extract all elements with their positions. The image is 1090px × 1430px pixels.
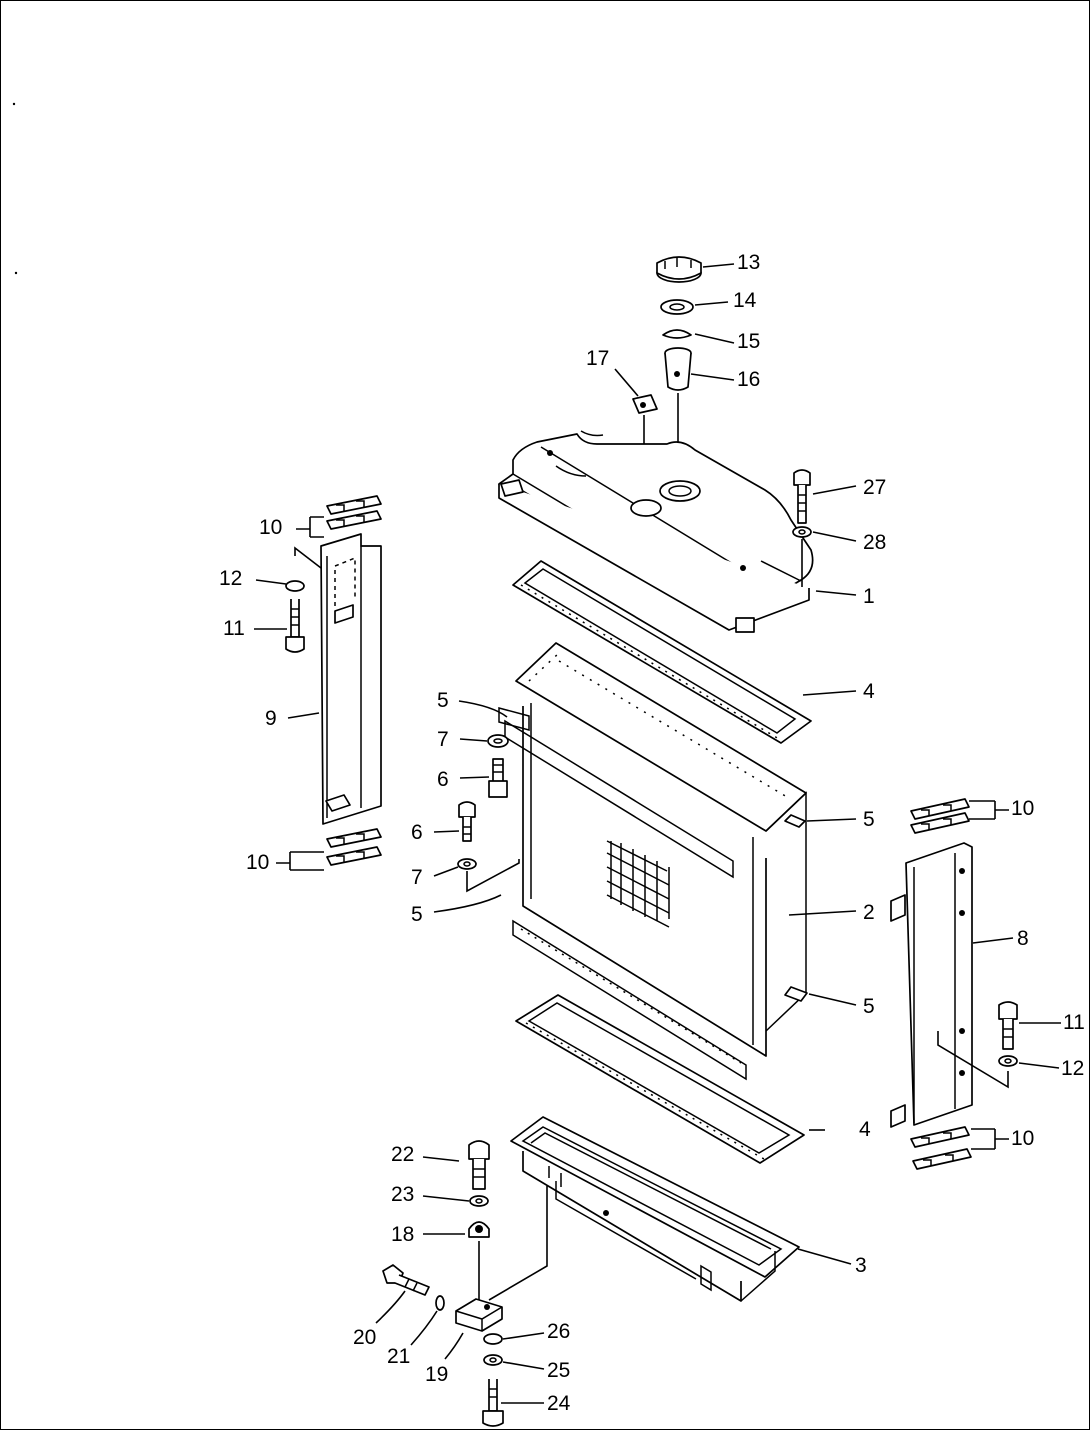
label-4: 4 bbox=[863, 680, 875, 703]
label-16: 16 bbox=[737, 368, 760, 391]
part-11-bolt-left bbox=[285, 599, 305, 653]
label-10: 10 bbox=[259, 516, 282, 539]
part-4-lower-gasket bbox=[515, 994, 805, 1164]
part-12-washer-right bbox=[998, 1055, 1018, 1067]
part-7-washer-lower bbox=[457, 858, 477, 870]
part-12-washer-left bbox=[285, 580, 305, 592]
part-27-bolt bbox=[793, 469, 811, 524]
part-10-clips-right-top bbox=[910, 798, 970, 834]
label-5: 5 bbox=[863, 995, 875, 1018]
label-11: 11 bbox=[1063, 1011, 1085, 1034]
part-6-bolt-upper bbox=[488, 758, 508, 798]
part-10-clips-left-top bbox=[326, 495, 382, 530]
label-5: 5 bbox=[863, 808, 875, 831]
part-3-lower-tank bbox=[510, 1116, 800, 1302]
part-28-washer bbox=[792, 526, 812, 538]
label-5: 5 bbox=[411, 903, 423, 926]
part-9-side-plate bbox=[320, 533, 382, 825]
part-5-bracket bbox=[784, 986, 808, 1002]
label-27: 27 bbox=[863, 476, 886, 499]
label-15: 15 bbox=[737, 330, 760, 353]
label-24: 24 bbox=[547, 1392, 571, 1415]
label-20: 20 bbox=[353, 1326, 376, 1349]
label-21: 21 bbox=[387, 1345, 410, 1368]
part-23-washer bbox=[469, 1195, 489, 1207]
part-16-filler-neck bbox=[664, 347, 692, 391]
part-13-cap bbox=[656, 256, 702, 283]
speck bbox=[14, 271, 18, 275]
label-22: 22 bbox=[391, 1143, 414, 1166]
label-1: 1 bbox=[863, 585, 875, 608]
label-12: 12 bbox=[219, 567, 242, 590]
part-17-plug bbox=[632, 394, 658, 414]
label-19: 19 bbox=[425, 1363, 448, 1386]
label-11: 11 bbox=[223, 617, 245, 640]
part-20-bolt bbox=[382, 1264, 430, 1296]
label-14: 14 bbox=[733, 289, 757, 312]
label-10: 10 bbox=[1011, 797, 1034, 820]
label-2: 2 bbox=[863, 901, 875, 924]
label-8: 8 bbox=[1017, 927, 1029, 950]
label-18: 18 bbox=[391, 1223, 414, 1246]
label-3: 3 bbox=[855, 1254, 867, 1277]
label-6: 6 bbox=[411, 821, 423, 844]
part-1-upper-tank bbox=[498, 430, 814, 633]
part-15-ring bbox=[662, 329, 692, 339]
part-5-bracket bbox=[784, 814, 806, 828]
core-mesh bbox=[606, 840, 670, 928]
part-10-clips-left-bottom bbox=[326, 828, 382, 866]
part-19-drain-block bbox=[455, 1298, 503, 1332]
part-22-bolt bbox=[468, 1140, 490, 1190]
part-number-labels: 13 14 15 16 17 27 28 1 10 12 11 9 10 4 5… bbox=[219, 251, 1085, 1415]
label-26: 26 bbox=[547, 1320, 570, 1343]
part-7-washer-upper bbox=[487, 734, 509, 748]
part-18-plug bbox=[468, 1221, 490, 1238]
label-4: 4 bbox=[859, 1118, 871, 1141]
part-21-ring bbox=[435, 1295, 445, 1311]
part-10-clips-right-bottom bbox=[910, 1126, 972, 1170]
part-6-bolt-lower bbox=[458, 801, 476, 842]
part-8-side-plate bbox=[890, 842, 973, 1128]
label-9: 9 bbox=[265, 707, 277, 730]
part-26-washer bbox=[483, 1333, 503, 1345]
speck bbox=[12, 102, 16, 106]
label-10: 10 bbox=[246, 851, 269, 874]
part-25-washer bbox=[483, 1354, 503, 1366]
label-12: 12 bbox=[1061, 1057, 1084, 1080]
label-23: 23 bbox=[391, 1183, 414, 1206]
part-4-upper-gasket bbox=[512, 560, 812, 744]
part-2-radiator-core bbox=[498, 642, 807, 1081]
label-25: 25 bbox=[547, 1359, 570, 1382]
label-5: 5 bbox=[437, 689, 449, 712]
label-17: 17 bbox=[586, 347, 609, 370]
label-7: 7 bbox=[411, 866, 423, 889]
label-10: 10 bbox=[1011, 1127, 1034, 1150]
label-28: 28 bbox=[863, 531, 886, 554]
label-6: 6 bbox=[437, 768, 449, 791]
part-24-bolt bbox=[482, 1379, 504, 1427]
label-7: 7 bbox=[437, 728, 449, 751]
part-14-gasket bbox=[660, 299, 694, 315]
leader-lines bbox=[254, 263, 1061, 1404]
label-13: 13 bbox=[737, 251, 760, 274]
part-11-bolt-right bbox=[998, 1001, 1018, 1050]
